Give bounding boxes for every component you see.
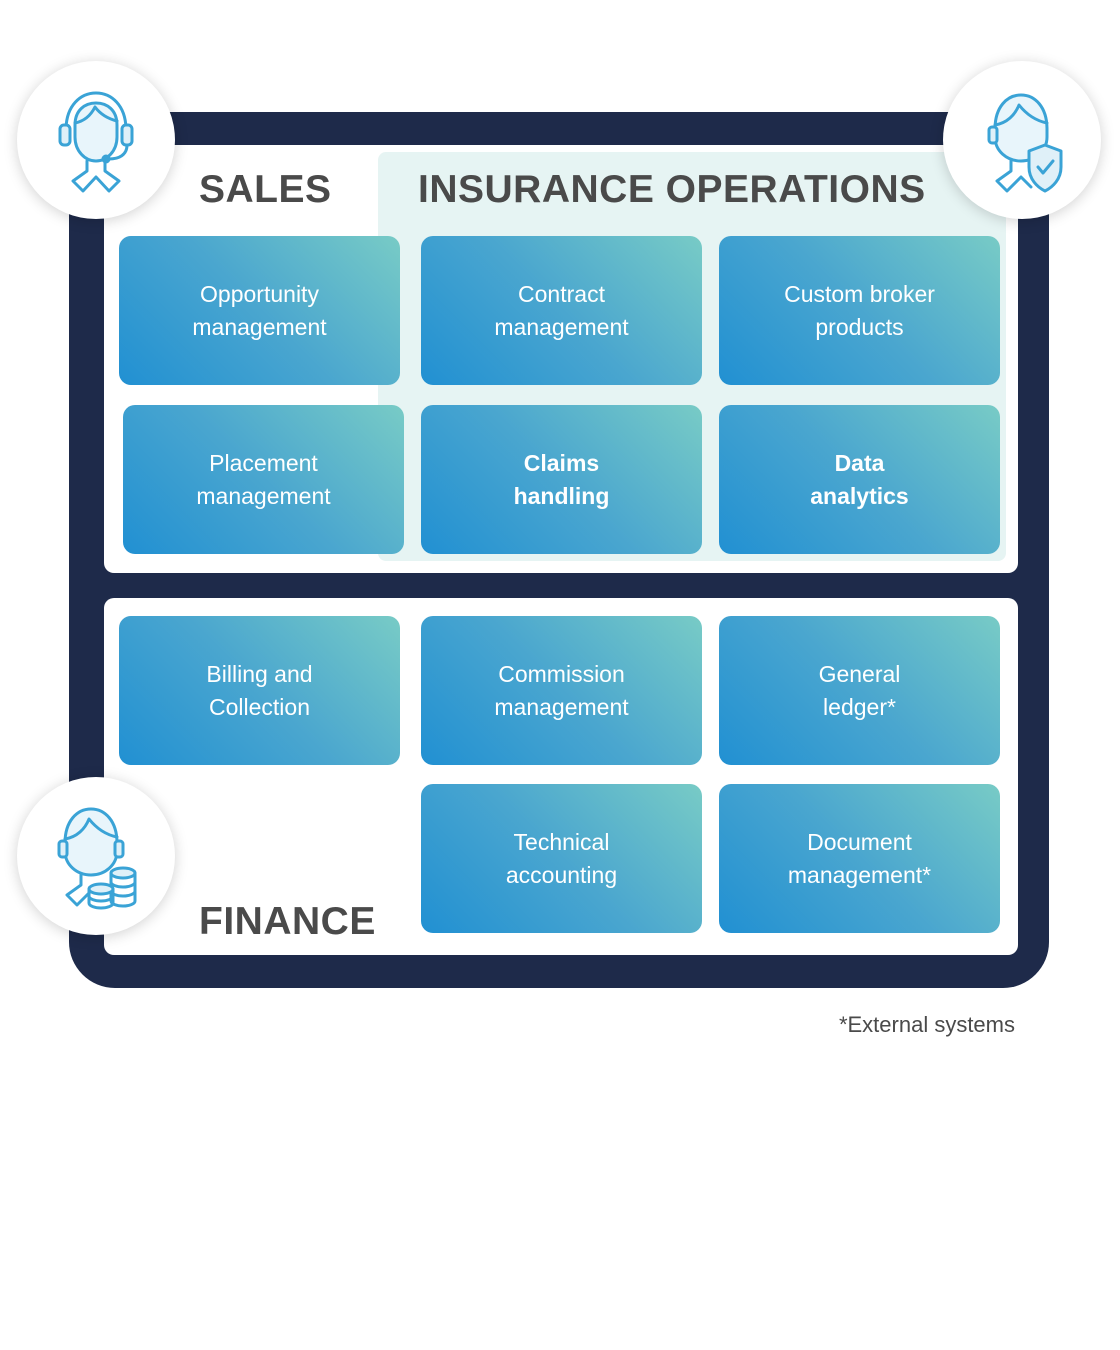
card-placement-management: Placement management [123,405,404,554]
external-systems-footnote: *External systems [838,1012,1015,1037]
card-general-ledger: General ledger* [719,616,1000,765]
card-label: Technical accounting [505,828,618,888]
card-data-analytics: Data analytics [719,405,1000,554]
sales-avatar [17,61,175,219]
sales-heading: SALES [199,168,332,211]
finance-heading: FINANCE [199,900,376,943]
card-opportunity-management: Opportunity management [119,236,400,385]
card-technical-accounting: Technical accounting [421,784,702,933]
person-coins-icon [57,807,137,910]
card-label: Data analytics [810,449,909,509]
card-commission-management: Commission management [421,616,702,765]
person-shield-icon [987,93,1063,193]
card-label: Commission management [494,660,629,720]
card-contract-management: Contract management [421,236,702,385]
card-document-management: Document management* [719,784,1000,933]
card-label: Custom broker products [784,280,935,340]
card-label: Claims handling [513,449,610,509]
card-label: General ledger* [818,660,901,720]
headset-person-icon [58,91,134,193]
card-label: Placement management [196,449,331,509]
card-billing-and-collection: Billing and Collection [119,616,400,765]
insurance-operations-avatar [943,61,1101,219]
card-label: Contract management [494,280,629,340]
card-label: Opportunity management [192,280,327,340]
card-custom-broker-products: Custom broker products [719,236,1000,385]
insurance-operations-heading: INSURANCE OPERATIONS [418,168,926,211]
finance-avatar [17,777,175,935]
card-label: Document management* [787,828,932,888]
card-claims-handling: Claims handling [421,405,702,554]
card-label: Billing and Collection [206,660,313,720]
